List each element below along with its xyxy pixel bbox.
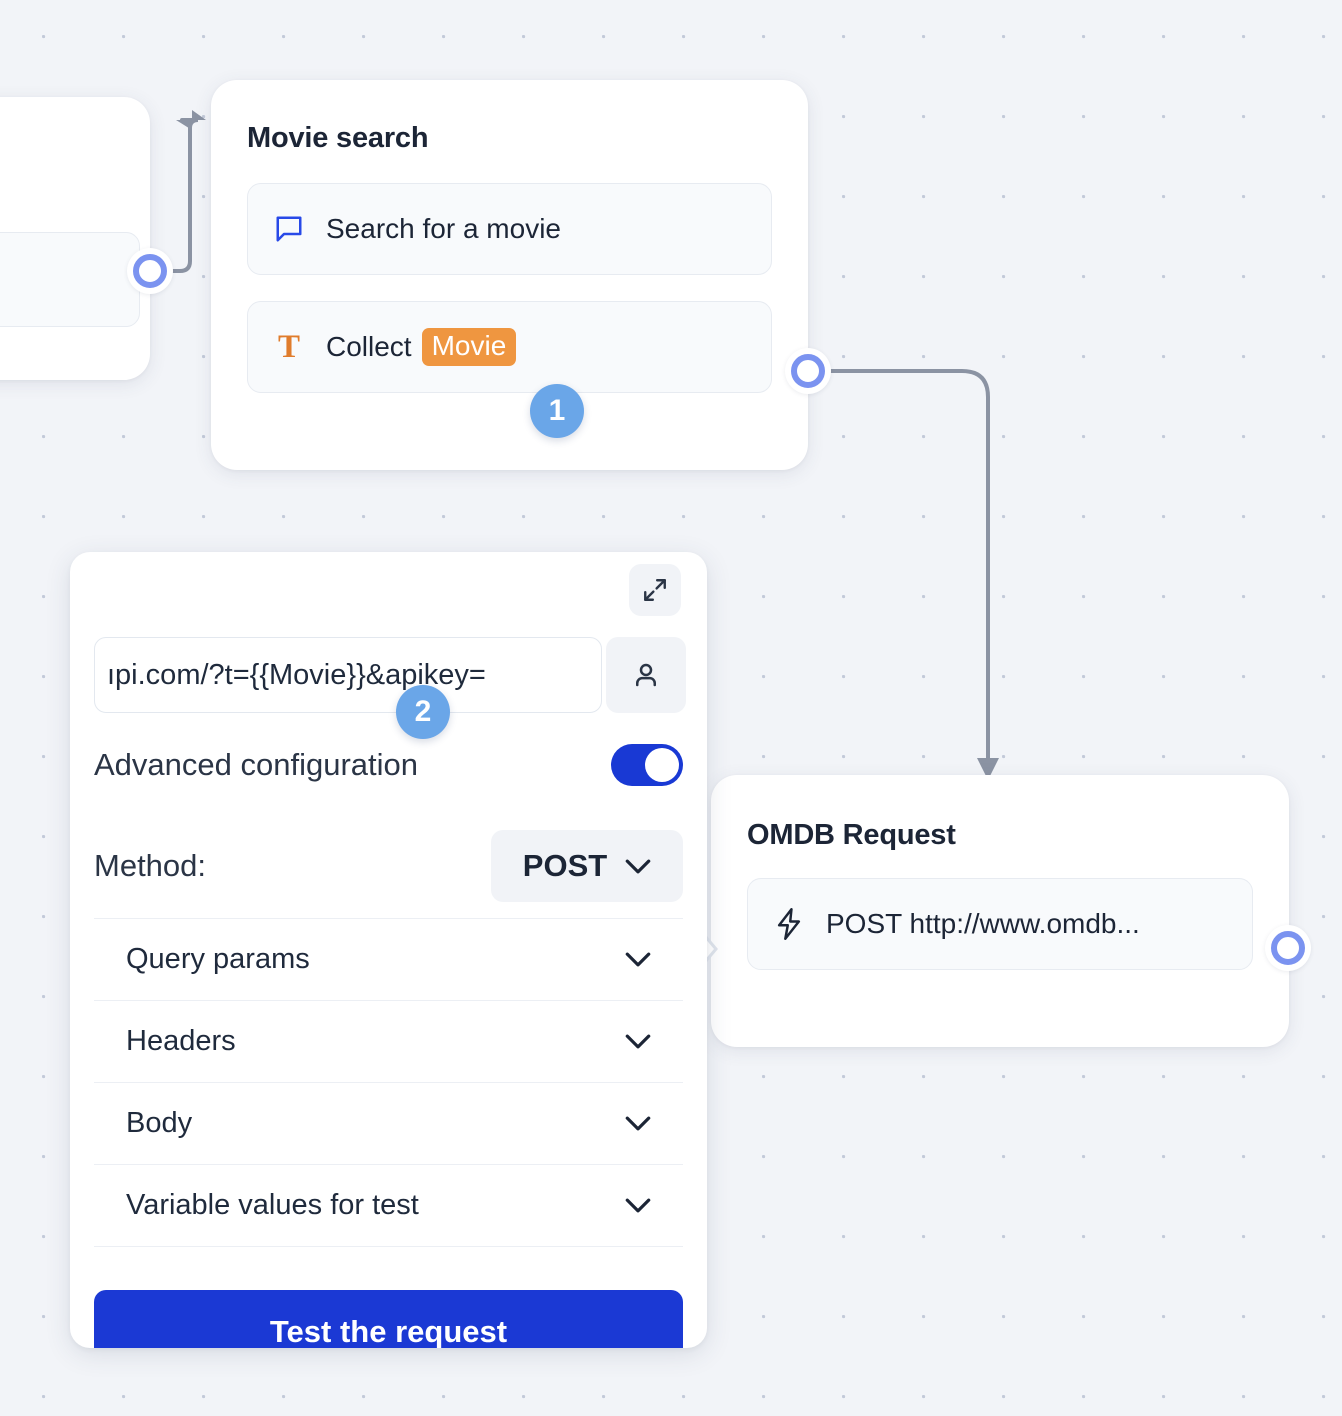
request-config-panel[interactable]: ıpi.com/?t={{Movie}}&apikey= Advanced co… xyxy=(70,552,707,1348)
node-omdb-request[interactable]: OMDB Request POST http://www.omdb... xyxy=(711,775,1289,1047)
advanced-configuration-toggle[interactable] xyxy=(611,744,683,786)
partial-node-card[interactable] xyxy=(0,97,150,380)
method-row: Method: POST xyxy=(94,830,683,902)
person-icon xyxy=(636,663,656,687)
accordion-item-variable-values-for-test[interactable]: Variable values for test xyxy=(94,1165,683,1247)
node-row-label: Collect xyxy=(326,331,412,362)
node-omdb-request-title: OMDB Request xyxy=(747,819,956,851)
accordion-item-body[interactable]: Body xyxy=(94,1083,683,1165)
node-row-label: Search for a movie xyxy=(326,213,561,244)
node-row-label: POST http://www.omdb... xyxy=(826,908,1140,939)
node-row-collect-movie[interactable]: T Collect Movie xyxy=(247,301,772,393)
request-accordion: Query params Headers Body Variable value… xyxy=(94,918,683,1247)
chat-bubble-icon xyxy=(276,216,302,242)
advanced-configuration-row: Advanced configuration xyxy=(94,744,683,786)
partial-node-row[interactable] xyxy=(0,232,140,327)
advanced-configuration-label: Advanced configuration xyxy=(94,747,419,782)
accordion-label: Headers xyxy=(126,1025,236,1057)
method-select-value: POST xyxy=(522,848,608,883)
method-select[interactable]: POST xyxy=(491,830,683,902)
chevron-down-icon xyxy=(625,1034,651,1049)
step-badge-2: 2 xyxy=(396,685,450,739)
accordion-item-headers[interactable]: Headers xyxy=(94,1001,683,1083)
request-url-input[interactable]: ıpi.com/?t={{Movie}}&apikey= xyxy=(94,637,602,713)
chevron-down-icon xyxy=(625,1116,651,1131)
node-row-search-for-a-movie[interactable]: Search for a movie xyxy=(247,183,772,275)
url-row: ıpi.com/?t={{Movie}}&apikey= xyxy=(94,637,686,713)
lightning-bolt-icon xyxy=(777,908,801,940)
chevron-down-icon xyxy=(625,1198,651,1213)
method-label: Method: xyxy=(94,848,207,883)
variable-chip-movie[interactable]: Movie xyxy=(421,327,517,367)
connection-handle-movie-search-output[interactable] xyxy=(785,348,831,394)
step-badge-1: 1 xyxy=(530,384,584,438)
accordion-label: Variable values for test xyxy=(126,1189,419,1221)
chevron-down-icon xyxy=(625,952,651,967)
text-variable-icon: T xyxy=(277,328,300,365)
url-auth-user-button[interactable] xyxy=(606,637,686,713)
expand-diagonal-icon xyxy=(644,579,666,601)
connection-handle-omdb-output[interactable] xyxy=(1265,925,1311,971)
accordion-item-query-params[interactable]: Query params xyxy=(94,919,683,1001)
accordion-label: Body xyxy=(126,1107,193,1139)
test-the-request-button[interactable]: Test the request xyxy=(94,1290,683,1348)
node-row-post-request[interactable]: POST http://www.omdb... xyxy=(747,878,1253,970)
node-movie-search-title: Movie search xyxy=(247,122,429,154)
node-movie-search[interactable]: Movie search Search for a movie T Collec… xyxy=(211,80,808,470)
connection-handle-left-node[interactable] xyxy=(127,248,173,294)
chevron-down-icon xyxy=(625,859,651,873)
accordion-label: Query params xyxy=(126,943,310,975)
expand-panel-button[interactable] xyxy=(629,564,681,616)
